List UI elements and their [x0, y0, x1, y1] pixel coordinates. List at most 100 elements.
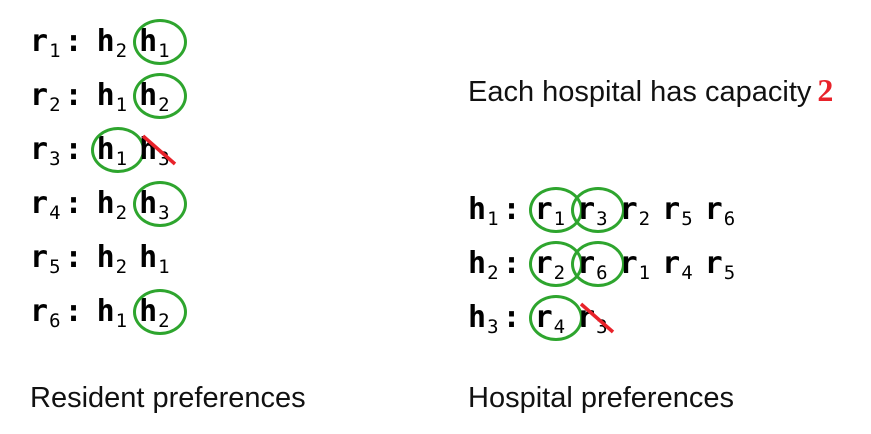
colon: : [64, 24, 83, 59]
token-subscript: 6 [596, 262, 608, 284]
preference-token: r1 [620, 240, 651, 297]
preference-token-circled: h2 [133, 72, 187, 129]
token-letter: h [468, 246, 487, 281]
token-subscript: 3 [596, 316, 608, 338]
token-subscript: 3 [487, 316, 499, 338]
token-letter: r [619, 192, 638, 227]
token-letter: h [139, 186, 158, 221]
token-letter: r [662, 192, 681, 227]
preference-token-circled: r3 [571, 186, 625, 243]
hospital-label: h2 [468, 240, 499, 297]
token-subscript: 5 [49, 256, 61, 278]
token-letter: r [30, 24, 49, 59]
token-subscript: 2 [115, 40, 128, 62]
token-letter: r [30, 78, 49, 113]
token-subscript: 4 [49, 202, 61, 224]
resident-preferences-caption: Resident preferences [30, 382, 306, 414]
preference-token: h1 [139, 234, 170, 291]
preference-token: r4 [662, 240, 693, 297]
token-subscript: 6 [49, 310, 61, 332]
preference-token-circled: h1 [90, 126, 144, 183]
token-subscript: 4 [553, 316, 566, 338]
token-subscript: 2 [49, 94, 61, 116]
token-subscript: 5 [681, 208, 693, 230]
preference-token: r6 [705, 186, 736, 243]
preference-token: h2 [97, 18, 128, 75]
preference-token: r2 [620, 186, 651, 243]
hospital-preferences-caption: Hospital preferences [468, 382, 734, 414]
token-letter: h [96, 24, 115, 59]
preference-token-circled: h1 [133, 18, 187, 75]
token-letter: r [30, 132, 49, 167]
token-subscript: 2 [487, 262, 499, 284]
preference-token-circled: h2 [133, 288, 187, 345]
token-letter: r [577, 246, 596, 281]
token-subscript: 2 [638, 208, 651, 230]
token-subscript: 3 [158, 148, 170, 170]
preference-token-circled: r2 [528, 240, 582, 297]
colon: : [64, 186, 83, 221]
token-letter: r [534, 246, 553, 281]
token-subscript: 5 [723, 262, 736, 284]
token-subscript: 3 [49, 148, 61, 170]
preference-token: r5 [705, 240, 736, 297]
token-letter: r [577, 192, 596, 227]
preference-token-circled: h3 [133, 180, 187, 237]
preference-token: h1 [97, 288, 128, 345]
token-letter: r [534, 300, 553, 335]
token-subscript: 1 [115, 94, 128, 116]
token-letter: r [30, 240, 49, 275]
colon: : [502, 300, 521, 335]
token-letter: h [96, 294, 115, 329]
token-letter: r [619, 246, 638, 281]
hospital-label: h1 [468, 186, 499, 243]
token-letter: r [704, 246, 723, 281]
token-letter: r [30, 294, 49, 329]
token-subscript: 1 [158, 40, 170, 62]
preference-token-circled: r6 [571, 240, 625, 297]
resident-label: r1 [30, 18, 61, 75]
hospital-label: h3 [468, 294, 499, 351]
colon: : [64, 132, 83, 167]
token-subscript: 2 [158, 94, 170, 116]
resident-label: r5 [30, 234, 61, 291]
token-letter: r [704, 192, 723, 227]
preference-token: h1 [97, 72, 128, 129]
token-subscript: 1 [115, 148, 128, 170]
token-letter: r [534, 192, 553, 227]
token-letter: h [96, 132, 115, 167]
preference-token-circled: r4 [528, 294, 582, 351]
token-letter: r [577, 300, 596, 335]
token-letter: h [139, 294, 158, 329]
token-subscript: 1 [49, 40, 61, 62]
preference-token-struck: r3 [577, 294, 615, 351]
token-subscript: 1 [638, 262, 651, 284]
token-letter: h [468, 192, 487, 227]
token-subscript: 1 [115, 310, 128, 332]
colon: : [64, 294, 83, 329]
resident-label: r2 [30, 72, 61, 129]
token-letter: h [139, 240, 158, 275]
token-subscript: 1 [487, 208, 499, 230]
colon: : [502, 192, 521, 227]
token-subscript: 3 [596, 208, 608, 230]
preference-token: h2 [97, 234, 128, 291]
resident-label: r4 [30, 180, 61, 237]
token-letter: r [30, 186, 49, 221]
colon: : [502, 246, 521, 281]
strike-mark [579, 302, 615, 334]
token-subscript: 3 [158, 202, 170, 224]
resident-label: r3 [30, 126, 61, 183]
capacity-text: Each hospital has capacity [468, 76, 812, 108]
token-subscript: 1 [158, 256, 170, 278]
token-subscript: 1 [553, 208, 566, 230]
